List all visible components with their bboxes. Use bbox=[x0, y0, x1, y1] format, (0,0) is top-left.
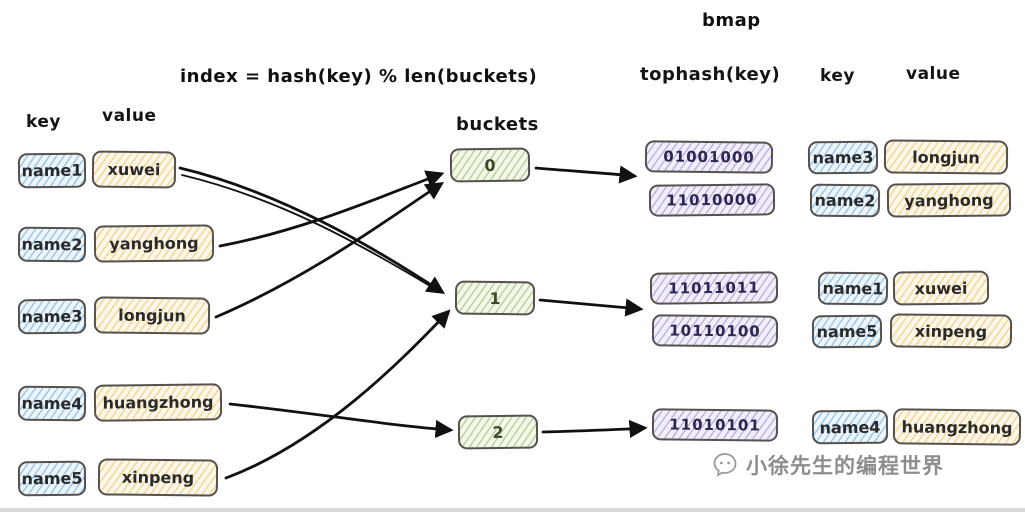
bmap-key-box: name1 bbox=[817, 271, 889, 306]
chat-bubble-icon bbox=[713, 453, 737, 477]
key-box: name1 bbox=[17, 152, 87, 189]
bucket-1: 1 bbox=[454, 280, 536, 316]
tophash-box: 11010000 bbox=[648, 183, 776, 217]
tophash-box: 11011011 bbox=[649, 271, 779, 305]
right-key-header: key bbox=[820, 66, 855, 86]
watermark-text: 小徐先生的编程世界 bbox=[746, 454, 944, 478]
bmap-key-box: name3 bbox=[807, 140, 879, 175]
value-box: xuwei bbox=[91, 150, 177, 189]
bmap-key-box: name4 bbox=[811, 409, 889, 445]
bmap-value-box: xinpeng bbox=[889, 313, 1013, 349]
left-key-header: key bbox=[26, 112, 61, 132]
arrow-name5-bucket1 bbox=[224, 309, 451, 480]
value-box: huangzhong bbox=[93, 383, 223, 422]
key-box: name5 bbox=[17, 460, 87, 497]
arrow-bucket1-bmap bbox=[538, 298, 644, 317]
arrow-name2-bucket0 bbox=[218, 170, 445, 248]
arrow-name1-bucket1 bbox=[178, 166, 446, 294]
tophash-header: tophash(key) bbox=[640, 64, 781, 85]
left-value-header: value bbox=[102, 106, 157, 126]
tophash-box: 01001000 bbox=[644, 140, 774, 174]
arrow-bucket2-bmap bbox=[541, 419, 648, 438]
bmap-key-box: name5 bbox=[811, 314, 883, 349]
bmap-value-box: huangzhong bbox=[892, 408, 1022, 446]
arrow-name4-bucket2 bbox=[228, 402, 454, 439]
bmap-key-box: name2 bbox=[809, 183, 881, 218]
bmap-value-box: xuwei bbox=[892, 270, 990, 306]
key-box: name2 bbox=[17, 226, 87, 263]
bottom-border bbox=[0, 508, 1025, 512]
arrow-bucket0-bmap bbox=[534, 165, 638, 184]
bmap-title: bmap bbox=[702, 10, 761, 31]
tophash-box: 10110100 bbox=[651, 314, 779, 348]
value-box: longjun bbox=[93, 296, 211, 335]
key-box: name4 bbox=[17, 385, 87, 422]
bucket-2: 2 bbox=[457, 414, 539, 450]
watermark: 小徐先生的编程世界 bbox=[712, 450, 944, 480]
bmap-value-box: longjun bbox=[883, 139, 1009, 175]
value-box: yanghong bbox=[93, 224, 215, 263]
tophash-box: 11010101 bbox=[651, 408, 779, 442]
value-box: xinpeng bbox=[97, 458, 219, 497]
arrow-name3-bucket0 bbox=[214, 182, 445, 319]
index-formula: index = hash(key) % len(buckets) bbox=[180, 66, 538, 87]
bucket-0: 0 bbox=[449, 147, 531, 183]
arrow-name1-bucket1-sketch bbox=[181, 174, 431, 287]
buckets-label: buckets bbox=[456, 114, 539, 135]
key-box: name3 bbox=[17, 298, 87, 335]
right-value-header: value bbox=[906, 64, 961, 84]
bmap-value-box: yanghong bbox=[886, 182, 1012, 218]
